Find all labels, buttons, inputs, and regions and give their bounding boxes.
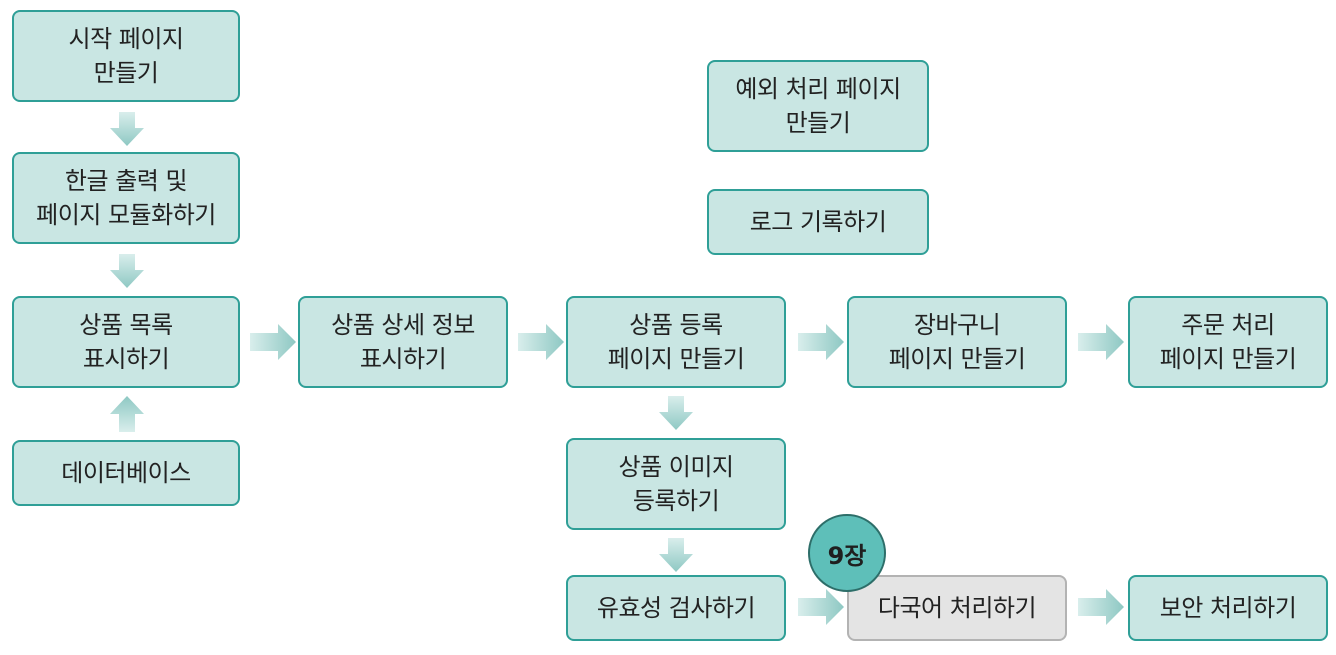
box-security: 보안 처리하기 xyxy=(1128,575,1328,641)
box-product-register-line1: 상품 등록 xyxy=(629,311,723,339)
box-validation-line1: 유효성 검사하기 xyxy=(596,594,756,622)
arrow-db-to-list xyxy=(110,396,144,432)
box-start-page: 시작 페이지 만들기 xyxy=(12,10,240,102)
box-i18n: 다국어 처리하기 xyxy=(847,575,1067,641)
box-exception-page: 예외 처리 페이지 만들기 xyxy=(707,60,929,152)
arrow-cart-to-order xyxy=(1078,324,1124,360)
box-database: 데이터베이스 xyxy=(12,440,240,506)
box-product-list-line2: 표시하기 xyxy=(82,345,170,373)
box-logging: 로그 기록하기 xyxy=(707,189,929,255)
arrow-korean-to-list xyxy=(110,254,144,288)
arrow-list-to-detail xyxy=(250,324,296,360)
arrow-register-to-cart xyxy=(798,324,844,360)
box-cart-line2: 페이지 만들기 xyxy=(888,345,1026,373)
box-exception-page-line2: 만들기 xyxy=(785,109,851,137)
arrow-detail-to-register xyxy=(518,324,564,360)
box-i18n-line1: 다국어 처리하기 xyxy=(877,594,1037,622)
box-order-line1: 주문 처리 xyxy=(1181,311,1275,339)
box-logging-line1: 로그 기록하기 xyxy=(749,208,887,236)
box-korean-output-line2: 페이지 모듈화하기 xyxy=(36,201,216,229)
box-product-list-line1: 상품 목록 xyxy=(79,311,173,339)
box-start-page-line2: 만들기 xyxy=(93,59,159,87)
arrow-register-to-image xyxy=(659,396,693,430)
box-order-line2: 페이지 만들기 xyxy=(1159,345,1297,373)
box-product-register: 상품 등록 페이지 만들기 xyxy=(566,296,786,388)
box-cart: 장바구니 페이지 만들기 xyxy=(847,296,1067,388)
box-product-register-line2: 페이지 만들기 xyxy=(607,345,745,373)
box-exception-page-line1: 예외 처리 페이지 xyxy=(735,75,901,103)
arrow-start-to-korean xyxy=(110,112,144,146)
box-korean-output: 한글 출력 및 페이지 모듈화하기 xyxy=(12,152,240,244)
box-product-detail: 상품 상세 정보 표시하기 xyxy=(298,296,508,388)
arrow-image-to-validation xyxy=(659,538,693,572)
box-database-line1: 데이터베이스 xyxy=(61,459,191,487)
arrow-i18n-to-security xyxy=(1078,589,1124,625)
box-product-detail-line2: 표시하기 xyxy=(359,345,447,373)
box-cart-line1: 장바구니 xyxy=(913,311,1001,339)
arrow-validation-to-i18n xyxy=(798,589,844,625)
box-product-list: 상품 목록 표시하기 xyxy=(12,296,240,388)
box-validation: 유효성 검사하기 xyxy=(566,575,786,641)
box-order: 주문 처리 페이지 만들기 xyxy=(1128,296,1328,388)
box-product-detail-line1: 상품 상세 정보 xyxy=(331,311,475,339)
box-start-page-line1: 시작 페이지 xyxy=(68,25,184,53)
box-security-line1: 보안 처리하기 xyxy=(1159,594,1297,622)
box-product-image-line1: 상품 이미지 xyxy=(618,453,734,481)
box-product-image: 상품 이미지 등록하기 xyxy=(566,438,786,530)
box-korean-output-line1: 한글 출력 및 xyxy=(64,167,188,195)
box-product-image-line2: 등록하기 xyxy=(632,487,720,515)
chapter-badge: 9장 xyxy=(808,514,886,592)
